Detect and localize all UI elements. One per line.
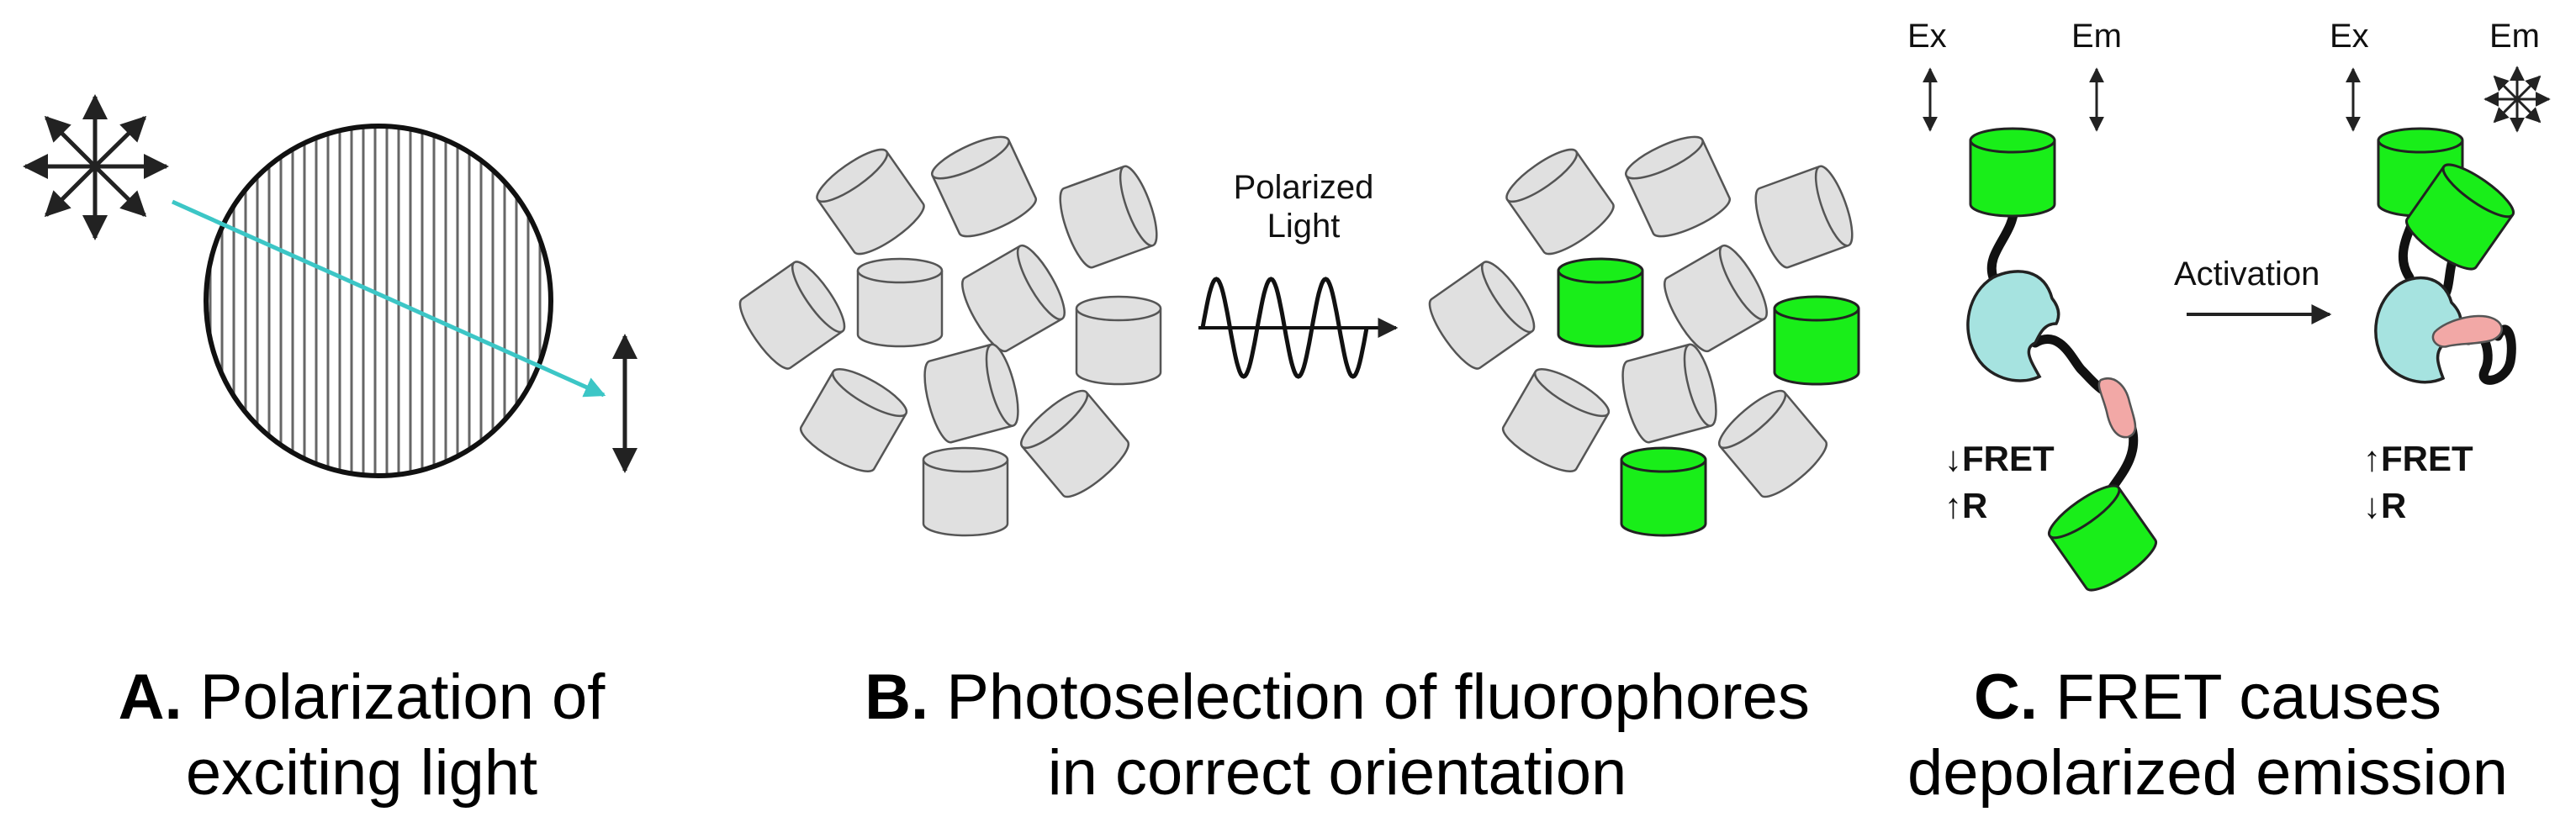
fluorophore-gray [1747, 161, 1861, 273]
light-ray [171, 199, 606, 398]
unpolarized-light-icon [22, 94, 169, 240]
caption-a: A. Polarization of exciting light [34, 660, 690, 811]
panel-b [731, 128, 1861, 537]
polarizer-disc [204, 124, 553, 478]
fluorophore-gray [731, 254, 854, 377]
fluorophore-green [1773, 295, 1860, 386]
random-fluorophores-group [731, 128, 1166, 537]
caption-c-line2: depolarized emission [1907, 737, 2508, 809]
fluorophore-gray [1420, 254, 1543, 377]
fluorophore-gray [926, 128, 1042, 245]
depolarized-emission-icon [2483, 66, 2551, 133]
peptide-bound [2431, 314, 2503, 348]
fluorophore-gray [1499, 140, 1621, 263]
fluorophore-gray [917, 340, 1026, 447]
caption-b-letter: B. [865, 661, 929, 733]
fret-decrease-label: ↓FRET [1944, 439, 2055, 478]
caption-a-line1: Polarization of [199, 661, 606, 733]
caption-a-line2: exciting light [185, 737, 538, 809]
fluorophore-green [1620, 446, 1707, 537]
fluorophore-gray [1496, 360, 1616, 481]
oriented-fluorophores-group [1420, 128, 1861, 537]
fluorophore-gray [809, 140, 932, 263]
caption-b: B. Photoselection of fluorophores in cor… [740, 660, 1934, 811]
em-label-right: Em [2489, 18, 2540, 55]
protein-domain [1966, 270, 2060, 382]
fluorophore-gray [794, 360, 913, 481]
up-arrow-icon: ↑ [2363, 439, 2381, 478]
fluorophore-gray [1051, 161, 1166, 273]
fluorophore-gray [1711, 382, 1834, 506]
fluorophore-green [1557, 257, 1644, 348]
panel-a [22, 94, 637, 478]
caption-b-line2: in correct orientation [1047, 737, 1627, 809]
fret-increase-label: ↑FRET [2363, 439, 2473, 478]
caption-c-letter: C. [1973, 661, 2038, 733]
r-increase-label: ↑R [1944, 486, 1988, 525]
fluorophore-gray [1013, 382, 1136, 506]
em-label: Em [2071, 18, 2122, 55]
caption-a-letter: A. [118, 661, 182, 733]
fluorophore-gray [1615, 340, 1724, 447]
biosensor-inactive [1966, 127, 2164, 599]
caption-c-line1: FRET causes [2055, 661, 2442, 733]
caption-b-line1: Photoselection of fluorophores [946, 661, 1810, 733]
caption-c: C. FRET causes depolarized emission [1850, 660, 2565, 811]
fluorophore-gray [953, 239, 1074, 358]
polarized-light-wave [1198, 277, 1399, 379]
acceptor-fluorophore [2041, 477, 2164, 599]
fluorophore-gray [1655, 239, 1776, 358]
panel-c [1923, 66, 2551, 599]
polarized-label-line1: Polarized [1233, 169, 1374, 206]
biosensor-active [2374, 127, 2521, 385]
activation-label: Activation [2174, 256, 2320, 293]
ex-label-right: Ex [2330, 18, 2369, 55]
polarized-label-line2: Light [1267, 208, 1341, 245]
donor-fluorophore [1969, 127, 2056, 218]
fluorophore-gray [856, 257, 944, 348]
down-arrow-icon: ↓ [1944, 439, 1962, 478]
down-arrow-icon: ↓ [2363, 486, 2381, 525]
fluorophore-gray [1075, 295, 1162, 386]
ex-label: Ex [1907, 18, 1947, 55]
up-arrow-icon: ↑ [1944, 486, 1962, 525]
fluorophore-gray [922, 446, 1009, 537]
polarized-light-label: Polarized Light [1198, 168, 1409, 245]
r-decrease-label: ↓R [2363, 486, 2407, 525]
peptide-substrate [2097, 377, 2137, 439]
fluorophore-gray [1620, 128, 1736, 245]
